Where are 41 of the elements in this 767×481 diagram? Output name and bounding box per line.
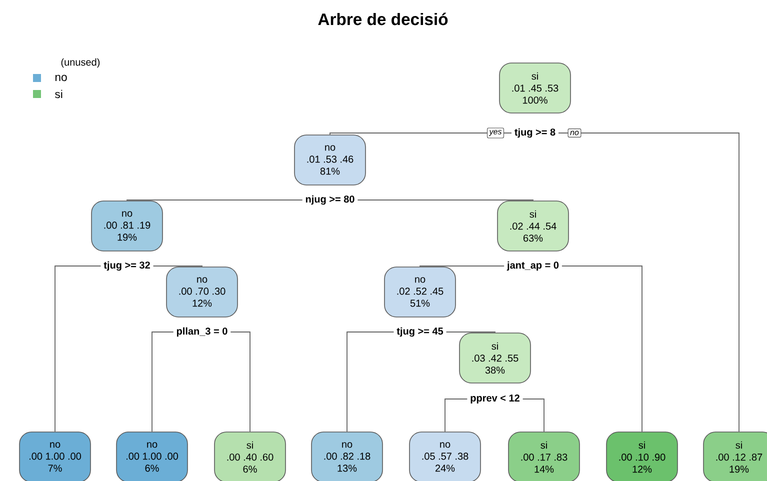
tree-branch bbox=[54, 266, 102, 432]
tree-branch bbox=[346, 332, 394, 432]
tree-branch bbox=[152, 266, 202, 268]
tree-branch bbox=[357, 200, 534, 202]
tree-node-box: no .00 1.00 .00 7% bbox=[19, 432, 91, 481]
split-condition: pprev < 12 bbox=[467, 392, 523, 406]
tree-node-box: no .01 .53 .46 81% bbox=[294, 134, 366, 186]
tree-node-box: si .00 .17 .83 14% bbox=[508, 432, 580, 481]
split-condition: tjug >= 8 bbox=[512, 126, 558, 140]
legend-label: si bbox=[55, 90, 62, 98]
tree-node-box: si .00 .10 .90 12% bbox=[606, 432, 678, 481]
tree-branch bbox=[126, 200, 303, 202]
split-condition: njug >= 80 bbox=[302, 192, 358, 208]
split-condition: tjug >= 45 bbox=[394, 324, 446, 340]
tree-node-box: no .00 .81 .19 19% bbox=[91, 200, 163, 252]
tree-node-box: no .00 .70 .30 12% bbox=[166, 266, 238, 318]
legend-heading: (unused) bbox=[61, 58, 100, 68]
tree-branch bbox=[522, 398, 544, 432]
split-condition: jant_ap = 0 bbox=[504, 258, 562, 274]
legend-label: no bbox=[55, 74, 67, 82]
tree-branch bbox=[420, 266, 505, 268]
tree-branch bbox=[561, 266, 642, 432]
tree-node-box: no .02 .52 .45 51% bbox=[384, 266, 456, 318]
title: Arbre de decisió bbox=[318, 12, 448, 26]
tree-node-box: si .00 .12 .87 19% bbox=[703, 432, 767, 481]
tree-branch bbox=[152, 332, 174, 432]
tree-branch bbox=[446, 332, 496, 334]
tree-node-box: no .00 1.00 .00 6% bbox=[116, 432, 188, 481]
tree-branch bbox=[444, 398, 468, 432]
edge-label: no bbox=[568, 128, 582, 138]
split-condition: pllan_3 = 0 bbox=[174, 324, 230, 340]
edge-label: yes bbox=[487, 128, 504, 138]
tree-branch bbox=[230, 332, 250, 432]
tree-node-box: no .00 .82 .18 13% bbox=[311, 432, 383, 481]
tree-node-box: no .05 .57 .38 24% bbox=[409, 432, 481, 481]
tree-branch bbox=[558, 132, 740, 432]
tree-node-box: si .03 .42 .55 38% bbox=[459, 332, 531, 384]
tree-node-box: si .02 .44 .54 63% bbox=[497, 200, 569, 252]
split-condition: tjug >= 32 bbox=[101, 258, 154, 274]
tree-node-box: si .01 .45 .53 100% bbox=[499, 62, 571, 114]
tree-node-box: si .00 .40 .60 6% bbox=[214, 432, 286, 481]
